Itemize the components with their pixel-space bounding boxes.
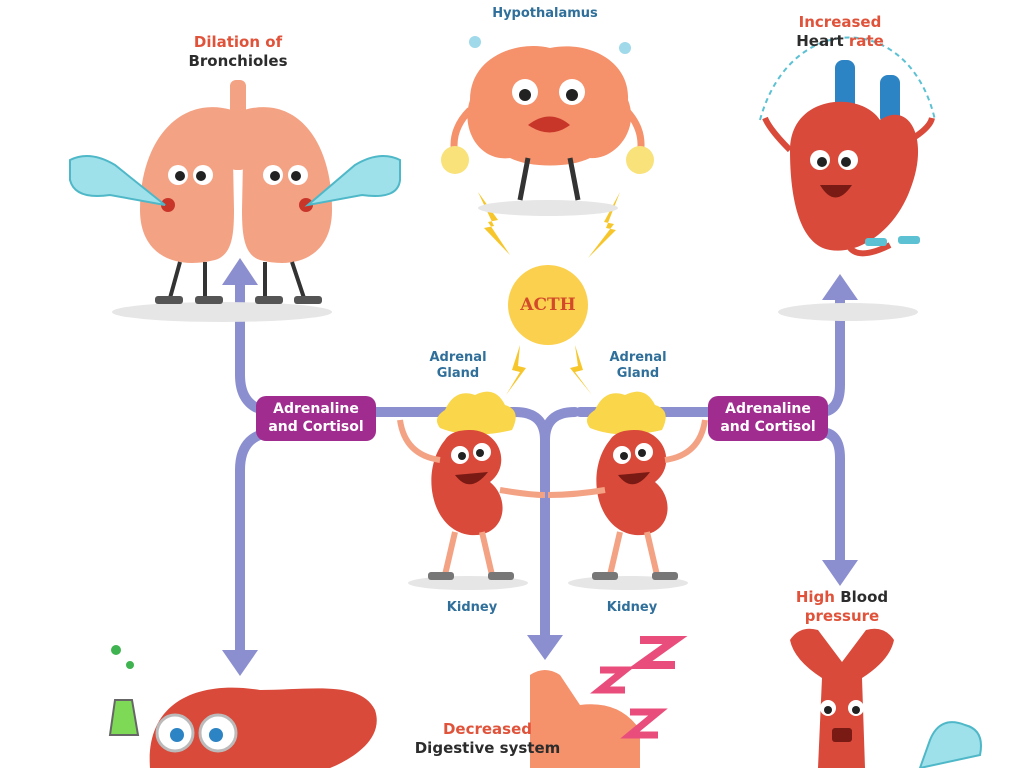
- heart-character: [759, 36, 936, 321]
- heart-effect-label: Increased Heart rate: [780, 13, 900, 51]
- lightning-icon: [570, 345, 592, 395]
- kidney-right-label: Kidney: [606, 600, 658, 615]
- adrenal-gland-left-label: Adrenal Gland: [418, 350, 498, 383]
- adrenal-gland-right-label: Adrenal Gland: [598, 350, 678, 383]
- heart-line1: Increased: [798, 13, 882, 31]
- kidney-left-label: Kidney: [446, 600, 498, 615]
- heart-line2-red: rate: [848, 31, 884, 50]
- lightning-icon: [506, 345, 526, 395]
- digestion-line2: Digestive system: [414, 738, 561, 757]
- arrow-head-digestion: [527, 635, 563, 660]
- arrow-to-blood-path: [815, 427, 845, 570]
- hypothalamus-label: Hypothalamus: [492, 6, 598, 21]
- arrow-heads: [222, 258, 858, 676]
- arrow-center-path: [365, 407, 580, 645]
- lightning-icon: [478, 192, 510, 255]
- bronchioles-effect-label: Dilation of Bronchioles: [168, 33, 308, 71]
- acth-sun: ACTH: [508, 265, 588, 345]
- hormones-right-line2: and Cortisol: [720, 418, 816, 435]
- blood-pressure-effect-label: High Blood pressure: [780, 588, 904, 626]
- liver-character: [108, 645, 377, 768]
- adrenal-left-line1: Adrenal: [429, 350, 487, 365]
- brain-character: [441, 36, 654, 216]
- arrow-head-liver: [222, 650, 258, 676]
- kidney-left-character: [397, 391, 546, 590]
- kidney-right-character: [547, 391, 708, 590]
- hormones-left-line1: Adrenaline: [273, 401, 359, 417]
- arrow-to-liver-path: [235, 427, 305, 660]
- hormones-left-line2: and Cortisol: [268, 418, 364, 435]
- adrenal-right-line2: Gland: [616, 366, 660, 382]
- stomach-character: [530, 636, 688, 768]
- digestion-effect-label: Decreased Digestive system: [405, 720, 570, 758]
- bronchioles-line1: Dilation of: [193, 33, 283, 51]
- bronchioles-line2: Bronchioles: [188, 51, 288, 70]
- blood-line2: pressure: [804, 606, 880, 625]
- hormones-right-line1: Adrenaline: [725, 401, 811, 417]
- heart-line2-dark: Heart: [796, 31, 844, 50]
- digestion-line1: Decreased: [442, 720, 533, 738]
- arrow-head-lungs: [222, 258, 258, 285]
- lungs-character: [69, 80, 401, 322]
- blood-vessel-character: [790, 628, 982, 768]
- arrow-head-blood: [822, 560, 858, 586]
- hormones-right-pill: Adrenaline and Cortisol: [708, 396, 828, 441]
- blood-line1-dark: Blood: [840, 588, 889, 606]
- acth-label: ACTH: [520, 295, 576, 315]
- blood-line1-red: High: [795, 588, 835, 606]
- adrenal-left-line2: Gland: [436, 366, 480, 382]
- adrenal-right-line1: Adrenal: [609, 350, 667, 365]
- hormones-left-pill: Adrenaline and Cortisol: [256, 396, 376, 441]
- arrow-head-heart: [822, 274, 858, 300]
